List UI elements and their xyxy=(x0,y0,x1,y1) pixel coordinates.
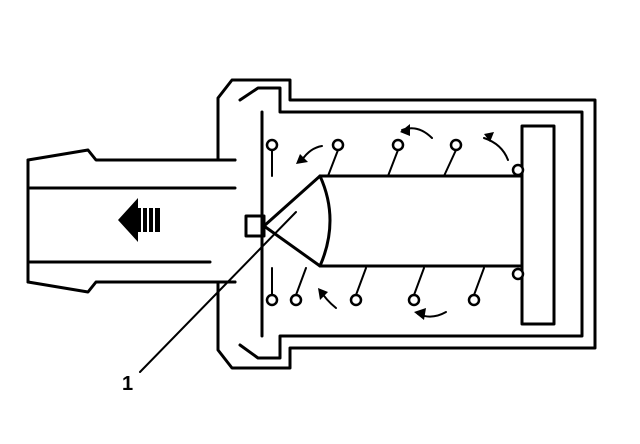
callout-leader-line xyxy=(139,211,297,373)
hose-barb xyxy=(26,148,237,294)
left-flow-arrow-icon xyxy=(118,198,160,242)
flow-arrows xyxy=(296,124,509,320)
spring-bottom xyxy=(265,267,525,307)
flow-arrow-hatch xyxy=(141,208,155,232)
callout-label-1: 1 xyxy=(122,373,133,395)
spring-top xyxy=(265,138,525,177)
plunger-rod xyxy=(318,174,524,268)
valve-housing xyxy=(216,78,597,370)
end-retainer xyxy=(520,124,556,326)
cone-valve xyxy=(244,174,332,268)
